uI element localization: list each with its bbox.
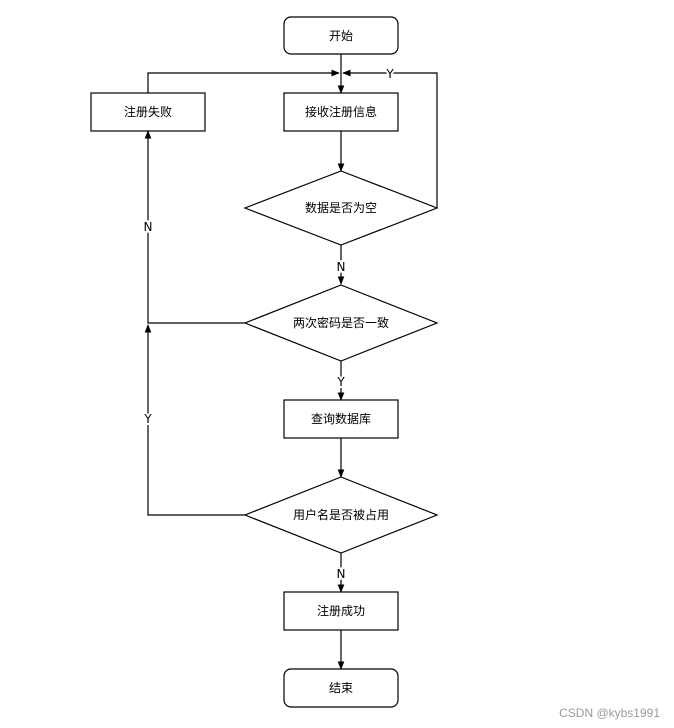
- node-start: 开始: [283, 16, 399, 55]
- node-end-label: 结束: [329, 681, 353, 695]
- edge-fail-to-receive: [147, 69, 340, 93]
- node-pwd-check: 两次密码是否一致: [243, 284, 439, 362]
- node-empty-check-label: 数据是否为空: [305, 200, 377, 215]
- node-start-label: 开始: [329, 29, 353, 43]
- node-success-label: 注册成功: [317, 603, 365, 618]
- node-receive-label: 接收注册信息: [305, 104, 377, 119]
- node-receive: 接收注册信息: [283, 92, 399, 132]
- edge-label-user-yes: Y: [143, 412, 152, 426]
- edge-pwd-no: [144, 130, 245, 324]
- node-fail-label: 注册失败: [124, 104, 172, 119]
- edge-label-user-no: N: [337, 567, 346, 581]
- node-user-check: 用户名是否被占用: [243, 476, 439, 554]
- node-pwd-check-label: 两次密码是否一致: [293, 315, 389, 330]
- node-user-check-label: 用户名是否被占用: [293, 507, 389, 522]
- edge-label-pwd-yes: Y: [336, 375, 345, 389]
- node-success: 注册成功: [283, 591, 399, 631]
- edge-empty-yes-loop: [342, 69, 438, 208]
- edge-label-pwd-no: N: [144, 220, 153, 234]
- node-end: 结束: [283, 668, 399, 708]
- edge-label-empty-yes: Y: [385, 67, 394, 81]
- node-empty-check: 数据是否为空: [243, 170, 439, 246]
- node-query-db: 查询数据库: [283, 399, 399, 439]
- node-fail: 注册失败: [90, 92, 206, 132]
- edge-label-empty-no: N: [337, 260, 346, 274]
- edge-user-yes: [144, 324, 245, 516]
- watermark: CSDN @kybs1991: [559, 706, 660, 720]
- node-query-db-label: 查询数据库: [311, 411, 371, 426]
